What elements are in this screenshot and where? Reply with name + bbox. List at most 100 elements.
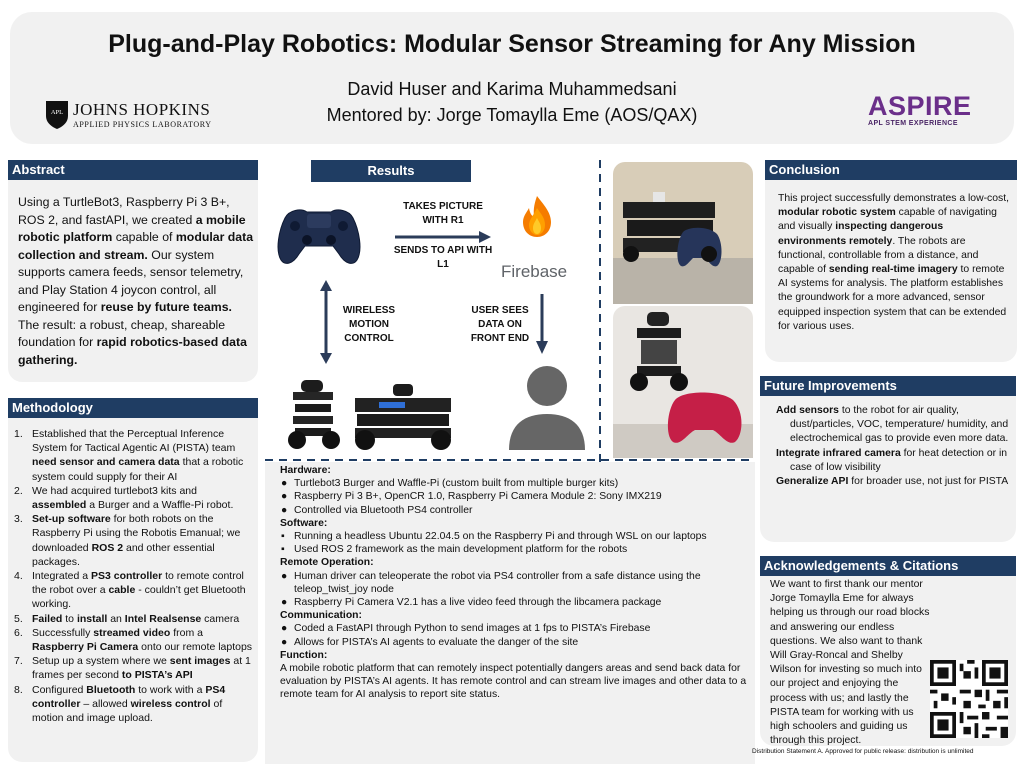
- list-number: 6.: [14, 626, 23, 639]
- text-run: at 1 frames per second: [32, 655, 251, 682]
- header-banner: [10, 12, 1014, 144]
- results-area: Results TAKES PICTURE WITH R1 SENDS TO A…: [265, 160, 755, 462]
- emphasis-text: sending real-time imagery: [828, 264, 958, 276]
- list-number: 1.: [14, 428, 23, 440]
- text-run: and other essential packages.: [32, 541, 215, 568]
- emphasis-text: Bluetooth: [86, 683, 136, 696]
- abstract-panel: [8, 160, 258, 382]
- text-run: to: [62, 612, 77, 625]
- function-text: A mobile robotic platform that can remot…: [280, 663, 747, 701]
- methodology-item: 4.Integrated a PS3 controller to remote …: [14, 569, 254, 612]
- jhu-badge-text: APL: [51, 109, 63, 116]
- bullet-icon: ●: [281, 570, 288, 582]
- list-number: 8.: [14, 683, 23, 696]
- text-run: Successfully: [32, 626, 94, 639]
- details-bullet-item: ● Human driver can teleoperate the robot …: [280, 570, 750, 596]
- details-bullet-item: ●Raspberry Pi Camera V2.1 has a live vid…: [280, 596, 750, 609]
- jhu-subtitle: APPLIED PHYSICS LABORATORY: [73, 120, 212, 129]
- emphasis-text: a mobile robotic platform: [18, 212, 246, 245]
- ps4-controller-icon: [277, 209, 361, 264]
- abstract-text: Using a TurtleBot3, Raspberry Pi 3 B+, R…: [18, 194, 256, 369]
- text-run: camera: [201, 612, 240, 625]
- bullet-text: Human driver can teleoperate the robot v…: [294, 570, 701, 595]
- firebase-flame-icon: [523, 196, 551, 237]
- results-divider-horizontal: [265, 459, 755, 461]
- user-sees-label: USER SEES DATA ON FRONT END: [470, 305, 530, 344]
- text-run: Integrated a: [32, 570, 91, 583]
- authors-line: David Huser and Karima Muhammedsani: [347, 79, 677, 99]
- emphasis-text: rapid robotics-based data gathering.: [18, 335, 247, 367]
- details-section-heading: Software:: [280, 517, 328, 529]
- emphasis-text: ROS 2: [91, 541, 124, 554]
- details-bullet-item: ●Controlled via Bluetooth PS4 controller: [280, 504, 750, 517]
- bullet-icon: ●: [281, 491, 288, 503]
- emphasis-text: need sensor and camera data: [32, 456, 180, 469]
- details-bullet-item: ●Raspberry Pi 3 B+, OpenCR 1.0, Raspberr…: [280, 490, 750, 503]
- methodology-item: 3.Set-up software for both robots on the…: [14, 512, 254, 569]
- bullet-text: Allows for PISTA’s AI agents to evaluate…: [294, 636, 579, 648]
- future-item: Integrate infrared camera for heat detec…: [776, 447, 1012, 475]
- jhu-shield-icon: APL: [46, 101, 68, 129]
- methodology-item: 1. Established that the Perceptual Infere…: [14, 427, 254, 484]
- text-run: to the robot for air quality, dust/parti…: [790, 405, 1009, 445]
- details-section-heading: Communication:: [280, 610, 362, 622]
- emphasis-text: install: [76, 612, 108, 625]
- firebase-label: Firebase: [501, 262, 568, 281]
- sends-api-label: SENDS TO API WITH L1: [393, 245, 493, 270]
- ack-text: We want to first thank our mentor Jorge …: [770, 578, 930, 748]
- text-run: - couldn’t get Bluetooth working.: [32, 584, 246, 611]
- text-run: capable of navigating and visually: [778, 207, 997, 233]
- arrow-down-icon: [536, 294, 548, 354]
- list-number: 2.: [14, 484, 23, 497]
- details-bullet-item: ●Coded a FastAPI through Python to send …: [280, 622, 750, 635]
- bullet-icon: ●: [281, 478, 288, 490]
- details-bullet-item: ▪ Used ROS 2 framework as the main develo…: [280, 543, 750, 556]
- text-run: Established that the Perceptual Inferenc…: [32, 428, 236, 455]
- text-run: The result: a robust, cheap, shareable f…: [18, 317, 226, 350]
- details-text: Hardware:●Turtlebot3 Burger and Waffle-P…: [280, 464, 750, 702]
- jhu-name: JOHNS HOPKINS: [73, 100, 211, 119]
- abstract-heading: Abstract: [8, 160, 258, 180]
- emphasis-text: wireless control: [130, 697, 211, 710]
- bullet-text: Controlled via Bluetooth PS4 controller: [294, 504, 473, 516]
- bullet-icon: ●: [281, 636, 288, 648]
- emphasis-text: PS4 controller: [32, 683, 226, 710]
- qr-code-icon[interactable]: [930, 660, 1008, 738]
- list-number: 7.: [14, 655, 23, 668]
- emphasis-text: Failed: [32, 612, 63, 625]
- text-run: a Burger and a Waffle-Pi robot.: [86, 499, 234, 512]
- emphasis-text: inspecting dangerous environments remote…: [778, 221, 944, 247]
- text-run: from a: [170, 626, 204, 639]
- robot-photo-top: [613, 162, 753, 304]
- aspire-wordmark: ASPIRE: [868, 91, 972, 121]
- distribution-statement: Distribution Statement A. Approved for p…: [752, 748, 974, 755]
- takes-picture-label: TAKES PICTURE WITH R1: [403, 201, 483, 226]
- jhu-apl-logo: APL JOHNS HOPKINS APPLIED PHYSICS LABORA…: [45, 100, 215, 132]
- poster-title: Plug-and-Play Robotics: Modular Sensor S…: [108, 30, 916, 58]
- emphasis-text: reuse by future teams.: [100, 300, 232, 314]
- turtlebot-burger-image: [288, 380, 340, 449]
- future-heading: Future Improvements: [760, 376, 1016, 396]
- results-divider-vertical: [599, 160, 601, 462]
- emphasis-text: Generalize API: [776, 476, 849, 488]
- robot-photo-bottom: [613, 306, 753, 458]
- details-panel: [265, 462, 755, 764]
- bullet-text: Used ROS 2 framework as the main develop…: [294, 544, 628, 556]
- text-run: We had acquired turtlebot3 kits and: [32, 484, 197, 497]
- text-run: onto our remote laptops: [138, 641, 253, 654]
- methodology-panel: [8, 398, 258, 762]
- emphasis-text: Integrate infrared camera: [776, 447, 901, 459]
- text-run: Configured: [32, 683, 87, 696]
- aspire-logo: ASPIRE APL STEM EXPERIENCE: [868, 92, 988, 127]
- emphasis-text: PS3 controller: [90, 570, 163, 583]
- future-item: Add sensors to the robot for air quality…: [776, 404, 1012, 447]
- future-list: Add sensors to the robot for air quality…: [776, 404, 1012, 489]
- methodology-heading: Methodology: [8, 398, 258, 418]
- bullet-text: Turtlebot3 Burger and Waffle-Pi (custom …: [294, 478, 619, 490]
- emphasis-text: Add sensors: [776, 405, 839, 416]
- text-run: Our system supports camera feeds, sensor…: [18, 247, 244, 315]
- conclusion-text: This project successfully demonstrates a…: [778, 192, 1014, 334]
- emphasis-text: Intel Realsense: [124, 612, 202, 625]
- bullet-icon: ▪: [281, 544, 285, 556]
- emphasis-text: to PISTA’s API: [121, 669, 193, 682]
